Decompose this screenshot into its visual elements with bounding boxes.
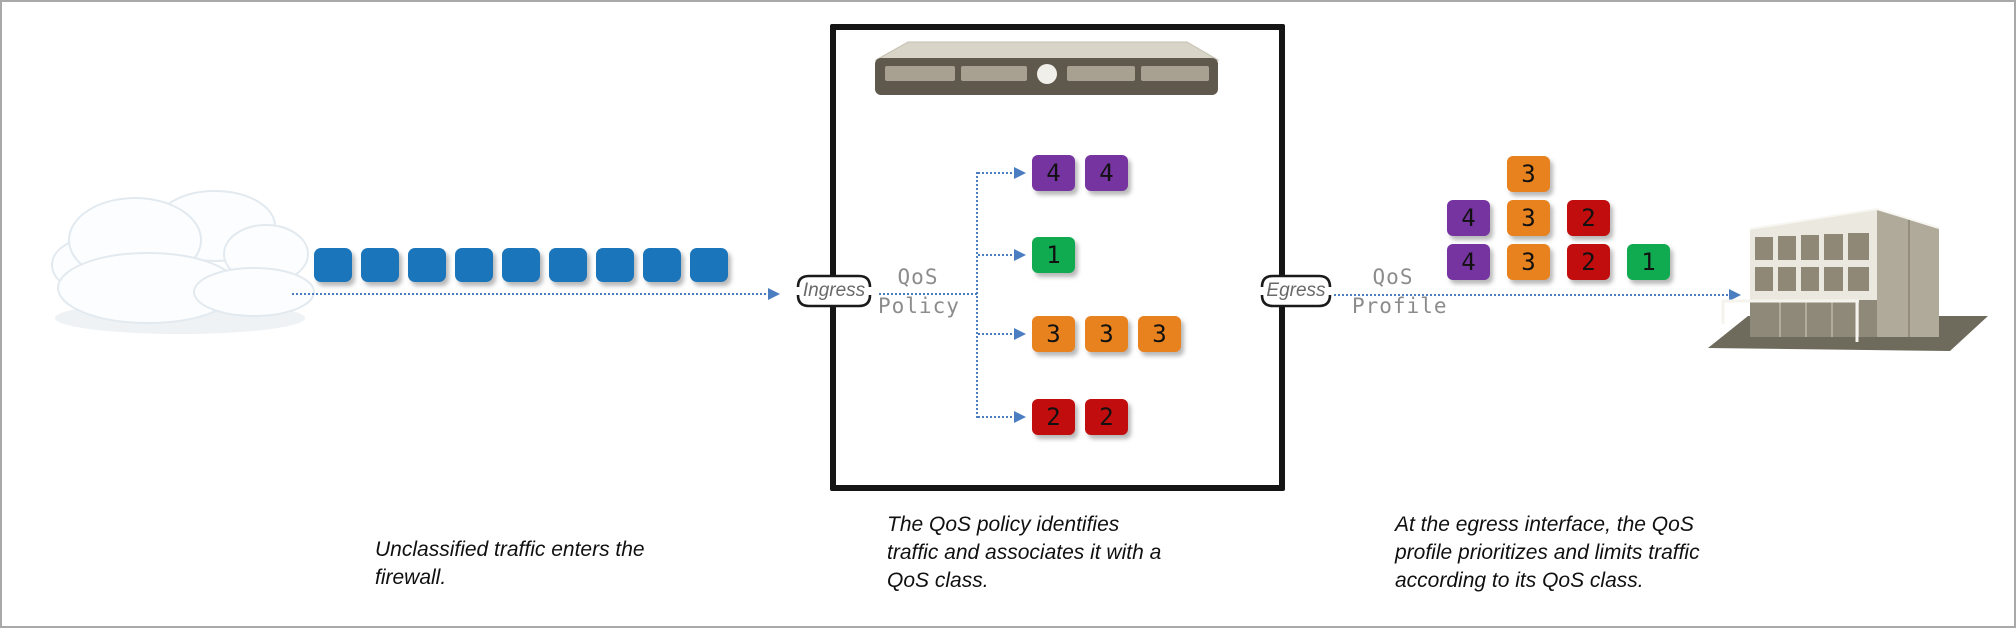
qos-policy-label-line2: Policy [878,294,960,318]
ingress-label: Ingress [802,279,866,301]
cloud-icon [51,190,315,334]
unclassified-packet [549,248,587,282]
qos-class-packet: 4 [1032,155,1075,191]
unclassified-packet [408,248,446,282]
unclassified-packet [502,248,540,282]
branch-arrowhead-icon [1014,249,1026,261]
branch-arrowhead-icon [1014,328,1026,340]
bracket-icon [1259,274,1333,308]
unclassified-packet [455,248,493,282]
firewall-box [830,24,1285,491]
qos-policy-label: QoS Policy [878,263,960,321]
caption-qos-profile: At the egress interface, the QoS profile… [1395,513,1700,592]
unclassified-packet [361,248,399,282]
egress-interface-badge: Egress [1256,270,1336,312]
unclassified-packet [690,248,728,282]
qos-class-row: 1 [1032,237,1075,273]
unclassified-packet [314,248,352,282]
egress-label: Egress [1266,279,1326,301]
branch-line [978,333,1016,335]
qos-class-packet: 2 [1085,399,1128,435]
qos-profile-label-line1: QoS [1372,265,1414,289]
firewall-appliance-icon [875,41,1219,95]
branch-line [978,416,1016,418]
bracket-icon [795,274,873,308]
qos-class-packet: 3 [1507,200,1550,236]
branch-line [978,254,1016,256]
caption-unclassified: Unclassified traffic enters the firewall… [375,538,645,589]
qos-class-packet: 4 [1447,200,1490,236]
unclassified-packet [643,248,681,282]
qos-class-packet: 2 [1032,399,1075,435]
qos-class-packet: 3 [1138,316,1181,352]
qos-class-packet: 4 [1085,155,1128,191]
qos-class-packet: 1 [1627,244,1670,280]
unclassified-packet [596,248,634,282]
qos-class-packet: 3 [1507,156,1550,192]
qos-class-packet: 3 [1085,316,1128,352]
flow-line-ingress [292,293,769,295]
qos-profile-label: QoS Profile [1352,263,1448,321]
qos-profile-label-line2: Profile [1352,294,1448,318]
branch-arrowhead-icon [1014,411,1026,423]
qos-class-packet: 2 [1567,200,1610,236]
flow-arrowhead-icon [1729,289,1741,301]
policy-branch-spine [976,172,978,418]
qos-class-packet: 3 [1507,244,1550,280]
branch-arrowhead-icon [1014,167,1026,179]
qos-class-packet: 1 [1032,237,1075,273]
office-building-icon [1708,207,1988,351]
unclassified-packets-row [314,248,728,282]
ingress-interface-badge: Ingress [792,270,876,312]
qos-class-packet: 3 [1032,316,1075,352]
qos-class-packet: 2 [1567,244,1610,280]
flow-line-policy [879,293,977,295]
qos-policy-label-line1: QoS [897,265,939,289]
flow-arrowhead-icon [768,288,780,300]
qos-class-packet: 4 [1447,244,1490,280]
branch-line [978,172,1016,174]
flow-line-egress [1334,294,1730,296]
caption-qos-policy: The QoS policy identifies traffic and as… [887,513,1162,592]
